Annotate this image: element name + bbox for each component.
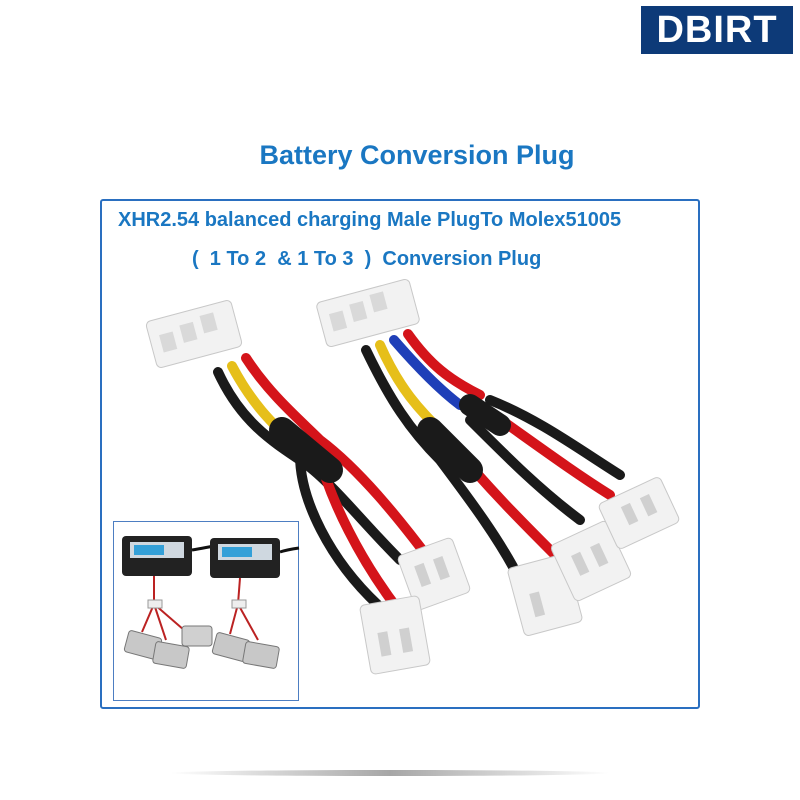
bottom-shadow — [170, 770, 610, 776]
cable-1-to-3 — [316, 278, 680, 636]
molex-connector — [598, 477, 680, 549]
charger-illustration — [122, 536, 300, 669]
subtitle-line-2: ( 1 To 2 & 1 To 3 ) Conversion Plug — [192, 248, 542, 270]
charger-inset-photo — [113, 521, 300, 701]
subtitle-line-1: XHR2.54 balanced charging Male PlugTo Mo… — [118, 209, 622, 231]
xh-connector — [316, 278, 420, 348]
cable-1-to-2 — [145, 300, 471, 675]
brand-logo: DBIRT — [641, 6, 793, 54]
xh-connector — [145, 300, 243, 368]
battery — [152, 641, 190, 669]
molex-connector — [359, 595, 431, 675]
page-title: Battery Conversion Plug — [259, 140, 575, 170]
battery — [242, 641, 280, 669]
product-panel — [100, 199, 700, 709]
battery — [181, 625, 213, 647]
molex-connector — [397, 537, 471, 611]
molex-connector — [550, 520, 632, 602]
